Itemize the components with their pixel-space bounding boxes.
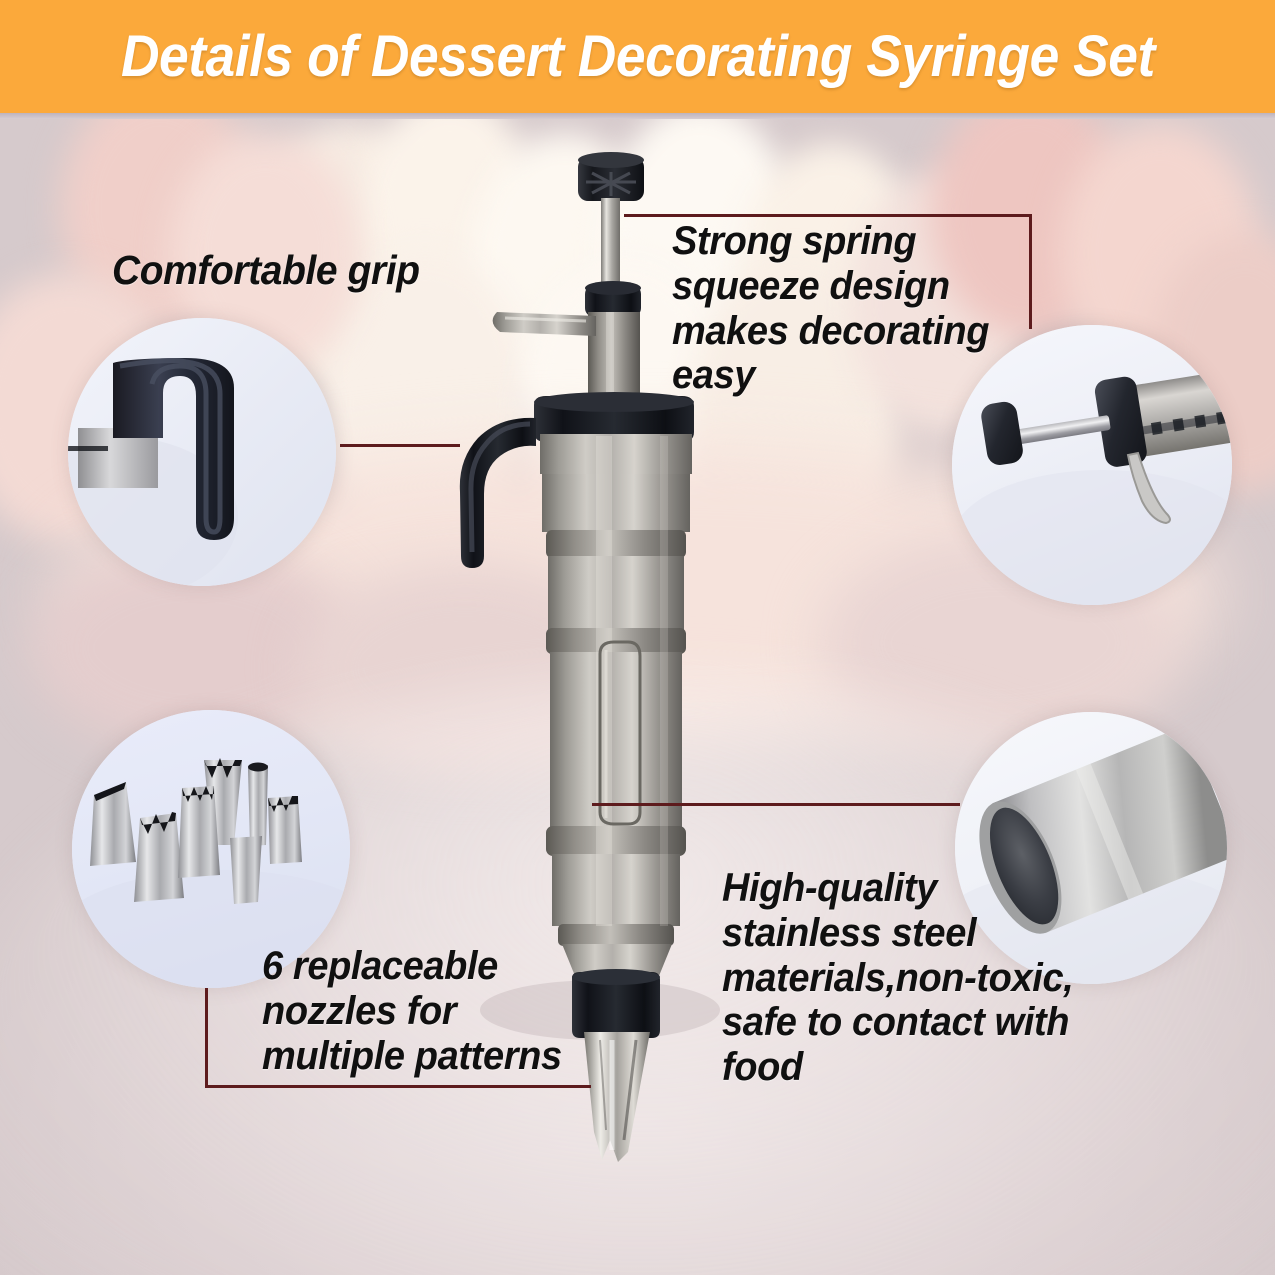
- plunger-closeup-image: [952, 325, 1232, 605]
- callout-strong-spring: Strong spring squeeze design makes decor…: [672, 219, 990, 398]
- leader-line-spring-vertical: [1029, 214, 1032, 329]
- header-banner: Details of Dessert Decorating Syringe Se…: [0, 0, 1275, 113]
- nozzle-star-small-left: [134, 812, 184, 902]
- nozzle-star-fine-center: [178, 786, 220, 878]
- nozzles-inset[interactable]: [72, 710, 350, 988]
- banner-bottom-edge: [0, 113, 1275, 119]
- nozzle-large-cone: [90, 782, 136, 866]
- leader-line-nozzles-vertical: [205, 988, 208, 1088]
- nozzle-round-tube: [248, 762, 268, 846]
- steel-tube-closeup-image: [955, 712, 1227, 984]
- steel-tube-inset[interactable]: [955, 712, 1227, 984]
- page-title: Details of Dessert Decorating Syringe Se…: [120, 24, 1155, 89]
- grip-inset[interactable]: [68, 318, 336, 586]
- callout-six-nozzles: 6 replaceable nozzles for multiple patte…: [262, 944, 562, 1078]
- callout-stainless-steel: High-quality stainless steel materials,n…: [722, 866, 1074, 1090]
- callout-comfortable-grip: Comfortable grip: [112, 247, 420, 293]
- spring-inset[interactable]: [952, 325, 1232, 605]
- nozzle-front-cone: [230, 836, 262, 904]
- leader-line-spring-horizontal: [624, 214, 1032, 217]
- leader-line-steel: [592, 803, 960, 806]
- nozzle-star-right: [268, 796, 302, 864]
- leader-line-nozzles-horizontal: [205, 1085, 591, 1088]
- nozzles-closeup-image: [72, 710, 350, 988]
- leader-line-grip: [340, 444, 460, 447]
- grip-closeup-image: [68, 318, 336, 586]
